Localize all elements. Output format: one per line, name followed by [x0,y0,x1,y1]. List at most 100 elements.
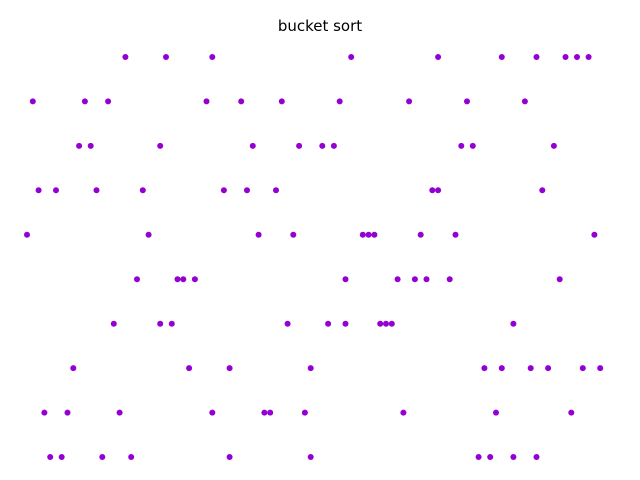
data-point-row4-3 [191,276,198,283]
data-point-row2-8 [579,365,586,372]
data-point-row5-9 [591,231,598,238]
data-point-row3-8 [388,320,395,327]
data-point-row6-6 [273,187,279,194]
data-point-row5-3 [290,231,297,238]
data-point-row8-2 [105,98,112,105]
data-point-row1-3 [209,409,216,416]
data-point-row9-4 [435,54,442,60]
data-point-row4-5 [394,276,401,283]
data-point-row7-1 [87,142,94,149]
data-point-row6-8 [435,187,442,194]
data-point-row1-6 [301,409,308,416]
data-point-row5-5 [365,231,372,238]
data-point-row8-4 [238,98,245,105]
data-point-row0-2 [99,454,106,460]
data-point-row0-0 [47,454,54,460]
data-point-row2-6 [527,365,534,372]
data-point-row3-9 [510,320,517,327]
data-point-row0-3 [128,454,135,460]
data-point-row2-2 [226,365,233,372]
data-point-row3-3 [284,320,291,327]
data-point-row6-4 [220,187,227,194]
data-point-row8-1 [81,98,88,105]
data-point-row6-1 [53,187,59,194]
data-point-row3-4 [325,320,332,327]
data-point-row2-5 [498,365,505,372]
chart-title: bucket sort [277,17,363,35]
data-point-row2-1 [186,365,193,372]
data-point-row6-2 [93,187,100,194]
data-point-row2-7 [545,365,552,372]
data-point-row6-9 [539,187,546,194]
data-point-row9-8 [574,54,580,60]
data-point-row7-0 [76,142,83,149]
data-point-row2-9 [597,365,604,372]
data-point-row5-2 [255,231,262,238]
data-point-row8-6 [336,98,343,105]
data-point-row1-1 [64,409,71,416]
data-point-row4-1 [174,276,181,283]
data-point-row1-0 [41,409,48,416]
data-point-row5-1 [145,231,152,238]
data-point-row3-5 [342,320,349,327]
data-point-row6-0 [35,187,42,194]
data-point-row9-2 [209,54,216,60]
data-point-row4-7 [423,276,430,283]
data-point-row7-4 [296,142,303,149]
data-point-row5-4 [359,231,366,238]
data-point-row4-2 [180,276,187,283]
data-point-row2-3 [307,365,314,372]
data-point-row8-8 [464,98,470,105]
data-point-row3-0 [110,320,117,327]
data-point-row9-9 [585,54,592,60]
data-point-row3-2 [168,320,175,327]
data-point-row6-3 [139,187,146,194]
data-point-row0-4 [226,454,233,460]
data-point-row6-7 [429,187,436,194]
data-point-row4-8 [446,276,453,283]
data-point-row2-0 [70,365,77,372]
data-point-row1-4 [261,409,268,416]
data-point-row9-1 [163,54,169,60]
data-point-row4-0 [134,276,140,283]
data-point-row0-6 [475,454,482,460]
data-point-row9-0 [122,54,129,60]
data-point-row1-7 [400,409,407,416]
data-point-row3-7 [383,320,389,327]
data-point-row7-8 [469,142,476,149]
data-point-row8-9 [521,98,528,105]
data-point-row1-5 [267,409,274,416]
data-point-row3-6 [377,320,384,327]
data-point-row0-5 [307,454,314,460]
data-point-row7-3 [249,142,256,149]
data-point-row1-9 [568,409,575,416]
data-point-row7-9 [550,142,557,149]
data-point-row0-1 [58,454,65,460]
data-point-row7-7 [458,142,465,149]
data-point-row6-5 [244,187,250,194]
data-point-row7-5 [319,142,326,149]
data-point-row0-8 [510,454,517,460]
data-point-row7-6 [330,142,337,149]
data-point-row3-1 [157,320,164,327]
data-point-row8-5 [278,98,285,105]
data-point-row5-7 [417,231,424,238]
data-point-row2-4 [481,365,488,372]
data-point-row8-3 [203,98,210,105]
data-point-row9-6 [533,54,540,60]
data-point-row1-2 [116,409,123,416]
data-point-row4-6 [411,276,418,283]
data-point-row8-7 [406,98,413,105]
data-point-row9-5 [498,54,505,60]
data-point-row5-8 [452,231,459,238]
data-point-row1-8 [493,409,499,416]
data-point-row7-2 [157,142,164,149]
data-point-row0-7 [487,454,494,460]
data-point-row0-9 [533,454,540,460]
data-point-row9-7 [562,54,569,60]
data-point-row8-0 [29,98,36,105]
data-point-row5-6 [371,231,378,238]
data-point-row4-4 [342,276,349,283]
data-point-row9-3 [348,54,355,60]
data-point-row5-0 [24,231,30,238]
